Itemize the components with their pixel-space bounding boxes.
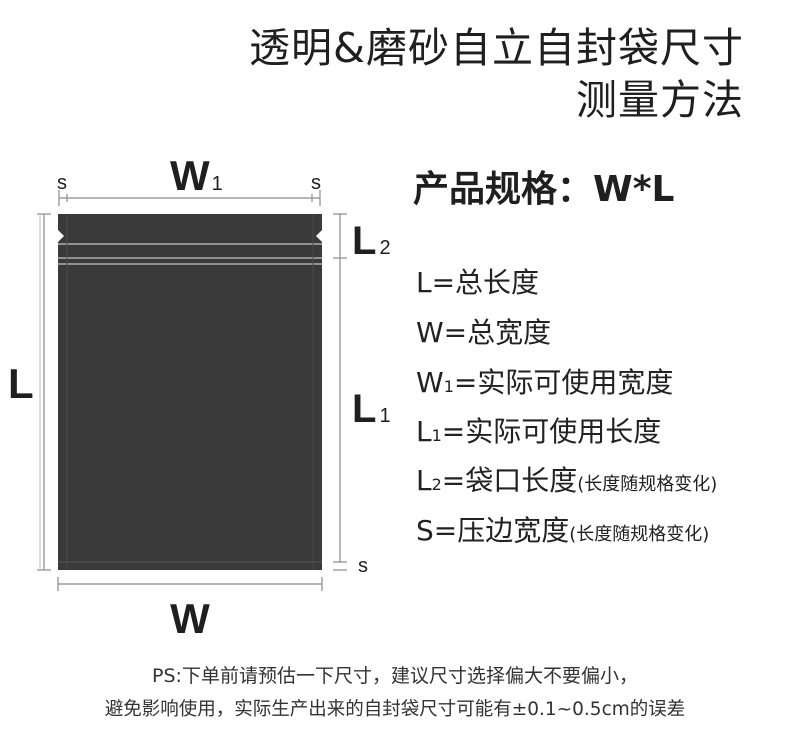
- w-label: W: [170, 595, 210, 642]
- definition-usable-length-subscript: 1: [431, 426, 442, 445]
- definition-usable-width-text: =实际可使用宽度: [453, 366, 674, 399]
- definition-total-length-text: L=总长度: [416, 266, 540, 299]
- definition-opening-length-symbol: L: [416, 464, 432, 497]
- w-dimension-line: [57, 577, 323, 591]
- definition-usable-length: L1=实际可使用长度: [416, 410, 661, 450]
- l2-dimension-line: [333, 213, 347, 259]
- definition-total-width: W=总宽度: [416, 311, 551, 351]
- definition-seal-width-note: (长度随规格变化): [569, 524, 710, 545]
- definition-usable-length-symbol: L: [416, 415, 432, 448]
- definition-total-width-text: W=总宽度: [416, 316, 552, 349]
- page-title-line-1: 透明&磨砂自立自封袋尺寸: [249, 24, 744, 72]
- definition-usable-width: W1=实际可使用宽度: [416, 361, 673, 401]
- notice-line-2: 避免影响使用，实际生产出来的自封袋尺寸可能有±0.1~0.5cm的误差: [104, 699, 686, 720]
- definition-opening-length: L2=袋口长度(长度随规格变化): [416, 459, 717, 499]
- definition-usable-width-subscript: 1: [443, 377, 454, 396]
- s-label-bottom-right: s: [358, 555, 368, 577]
- product-spec-label: 产品规格：W*L: [413, 169, 675, 210]
- l1-dimension-line: [333, 258, 347, 571]
- w1-dimension-line: [58, 190, 321, 206]
- bag-shape: [58, 214, 322, 570]
- definition-total-length: L=总长度: [416, 261, 539, 301]
- notice-line-1: PS:下单前请预估一下尺寸，建议尺寸选择偏大不要偏小，: [152, 665, 638, 687]
- l-dimension-line: [37, 213, 51, 571]
- page-title-line-2: 测量方法: [576, 76, 744, 124]
- definition-seal-width-text: S=压边宽度: [416, 514, 570, 547]
- notice-block: PS:下单前请预估一下尺寸，建议尺寸选择偏大不要偏小， 避免影响使用，实际生产出…: [0, 660, 790, 726]
- definition-usable-length-text: =实际可使用长度: [441, 415, 662, 448]
- definition-opening-length-text: =袋口长度: [441, 464, 578, 497]
- definition-opening-length-subscript: 2: [431, 475, 442, 494]
- definition-opening-length-note: (长度随规格变化): [577, 474, 718, 495]
- l-label: L: [8, 360, 34, 407]
- definition-seal-width: S=压边宽度(长度随规格变化): [416, 509, 709, 549]
- s-label-top-right: s: [311, 172, 321, 194]
- s-label-top-left: s: [57, 172, 67, 194]
- definition-usable-width-symbol: W: [416, 366, 444, 399]
